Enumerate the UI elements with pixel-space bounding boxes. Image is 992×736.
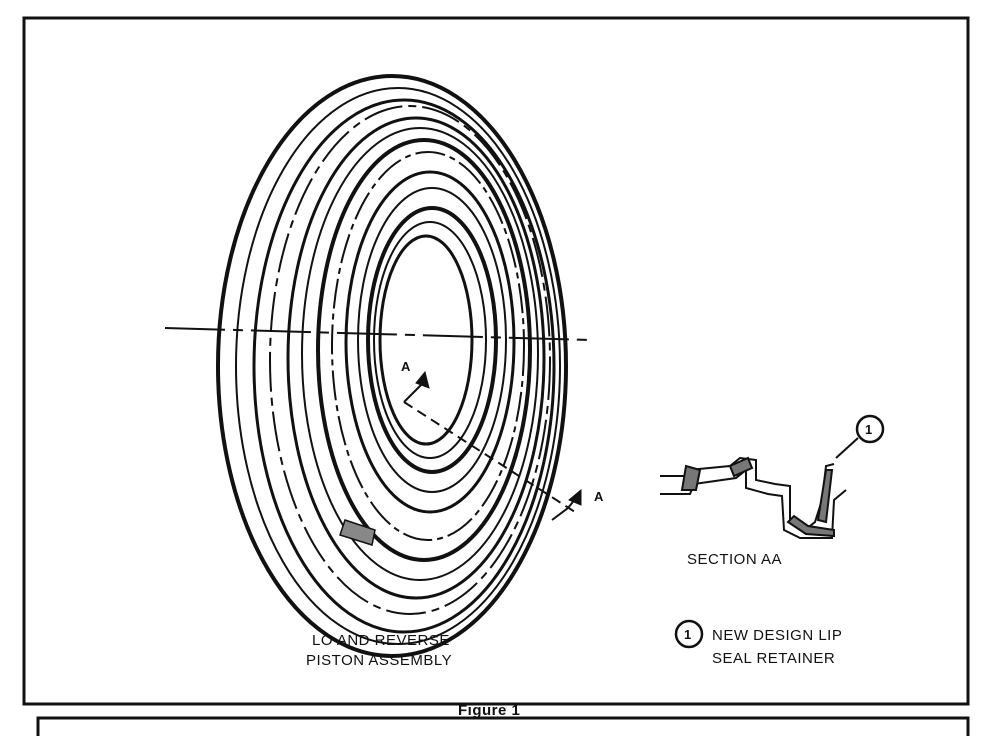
piston-ring	[366, 206, 498, 474]
section-cut-line	[403, 370, 582, 521]
callout-number: 1	[865, 422, 873, 437]
hatched-rim	[339, 519, 376, 546]
figure-frame	[22, 16, 970, 706]
section-marker-upper: A	[401, 359, 411, 374]
legend-callout-circle	[674, 619, 704, 649]
piston-ring	[252, 98, 556, 634]
callout-text-line1: NEW DESIGN LIP	[712, 627, 843, 644]
piston-ring	[378, 234, 474, 446]
callout-text-line2: SEAL RETAINER	[712, 650, 836, 667]
centerline	[164, 327, 591, 341]
piston-ring	[269, 105, 551, 615]
piston-ring	[357, 187, 507, 493]
piston-ring	[344, 170, 516, 514]
assembly-label-line1: LO AND REVERSE	[312, 632, 450, 649]
piston-ring	[316, 138, 532, 562]
section-aa-profile	[660, 456, 847, 539]
callout-leader	[835, 437, 859, 459]
section-marker-lower: A	[594, 489, 604, 504]
piston-assembly	[216, 74, 568, 658]
next-figure-frame	[36, 716, 970, 736]
assembly-label-line2: PISTON ASSEMBLY	[306, 652, 453, 669]
piston-ring	[235, 87, 561, 645]
legend-callout-number: 1	[684, 627, 692, 642]
piston-ring	[301, 127, 539, 581]
piston-ring	[216, 74, 568, 658]
piston-ring	[286, 116, 546, 600]
figure-caption: Figure 1	[458, 702, 521, 719]
section-label: SECTION AA	[687, 551, 783, 568]
piston-ring	[331, 151, 525, 541]
piston-ring	[373, 221, 487, 459]
callout-circle	[855, 414, 885, 444]
